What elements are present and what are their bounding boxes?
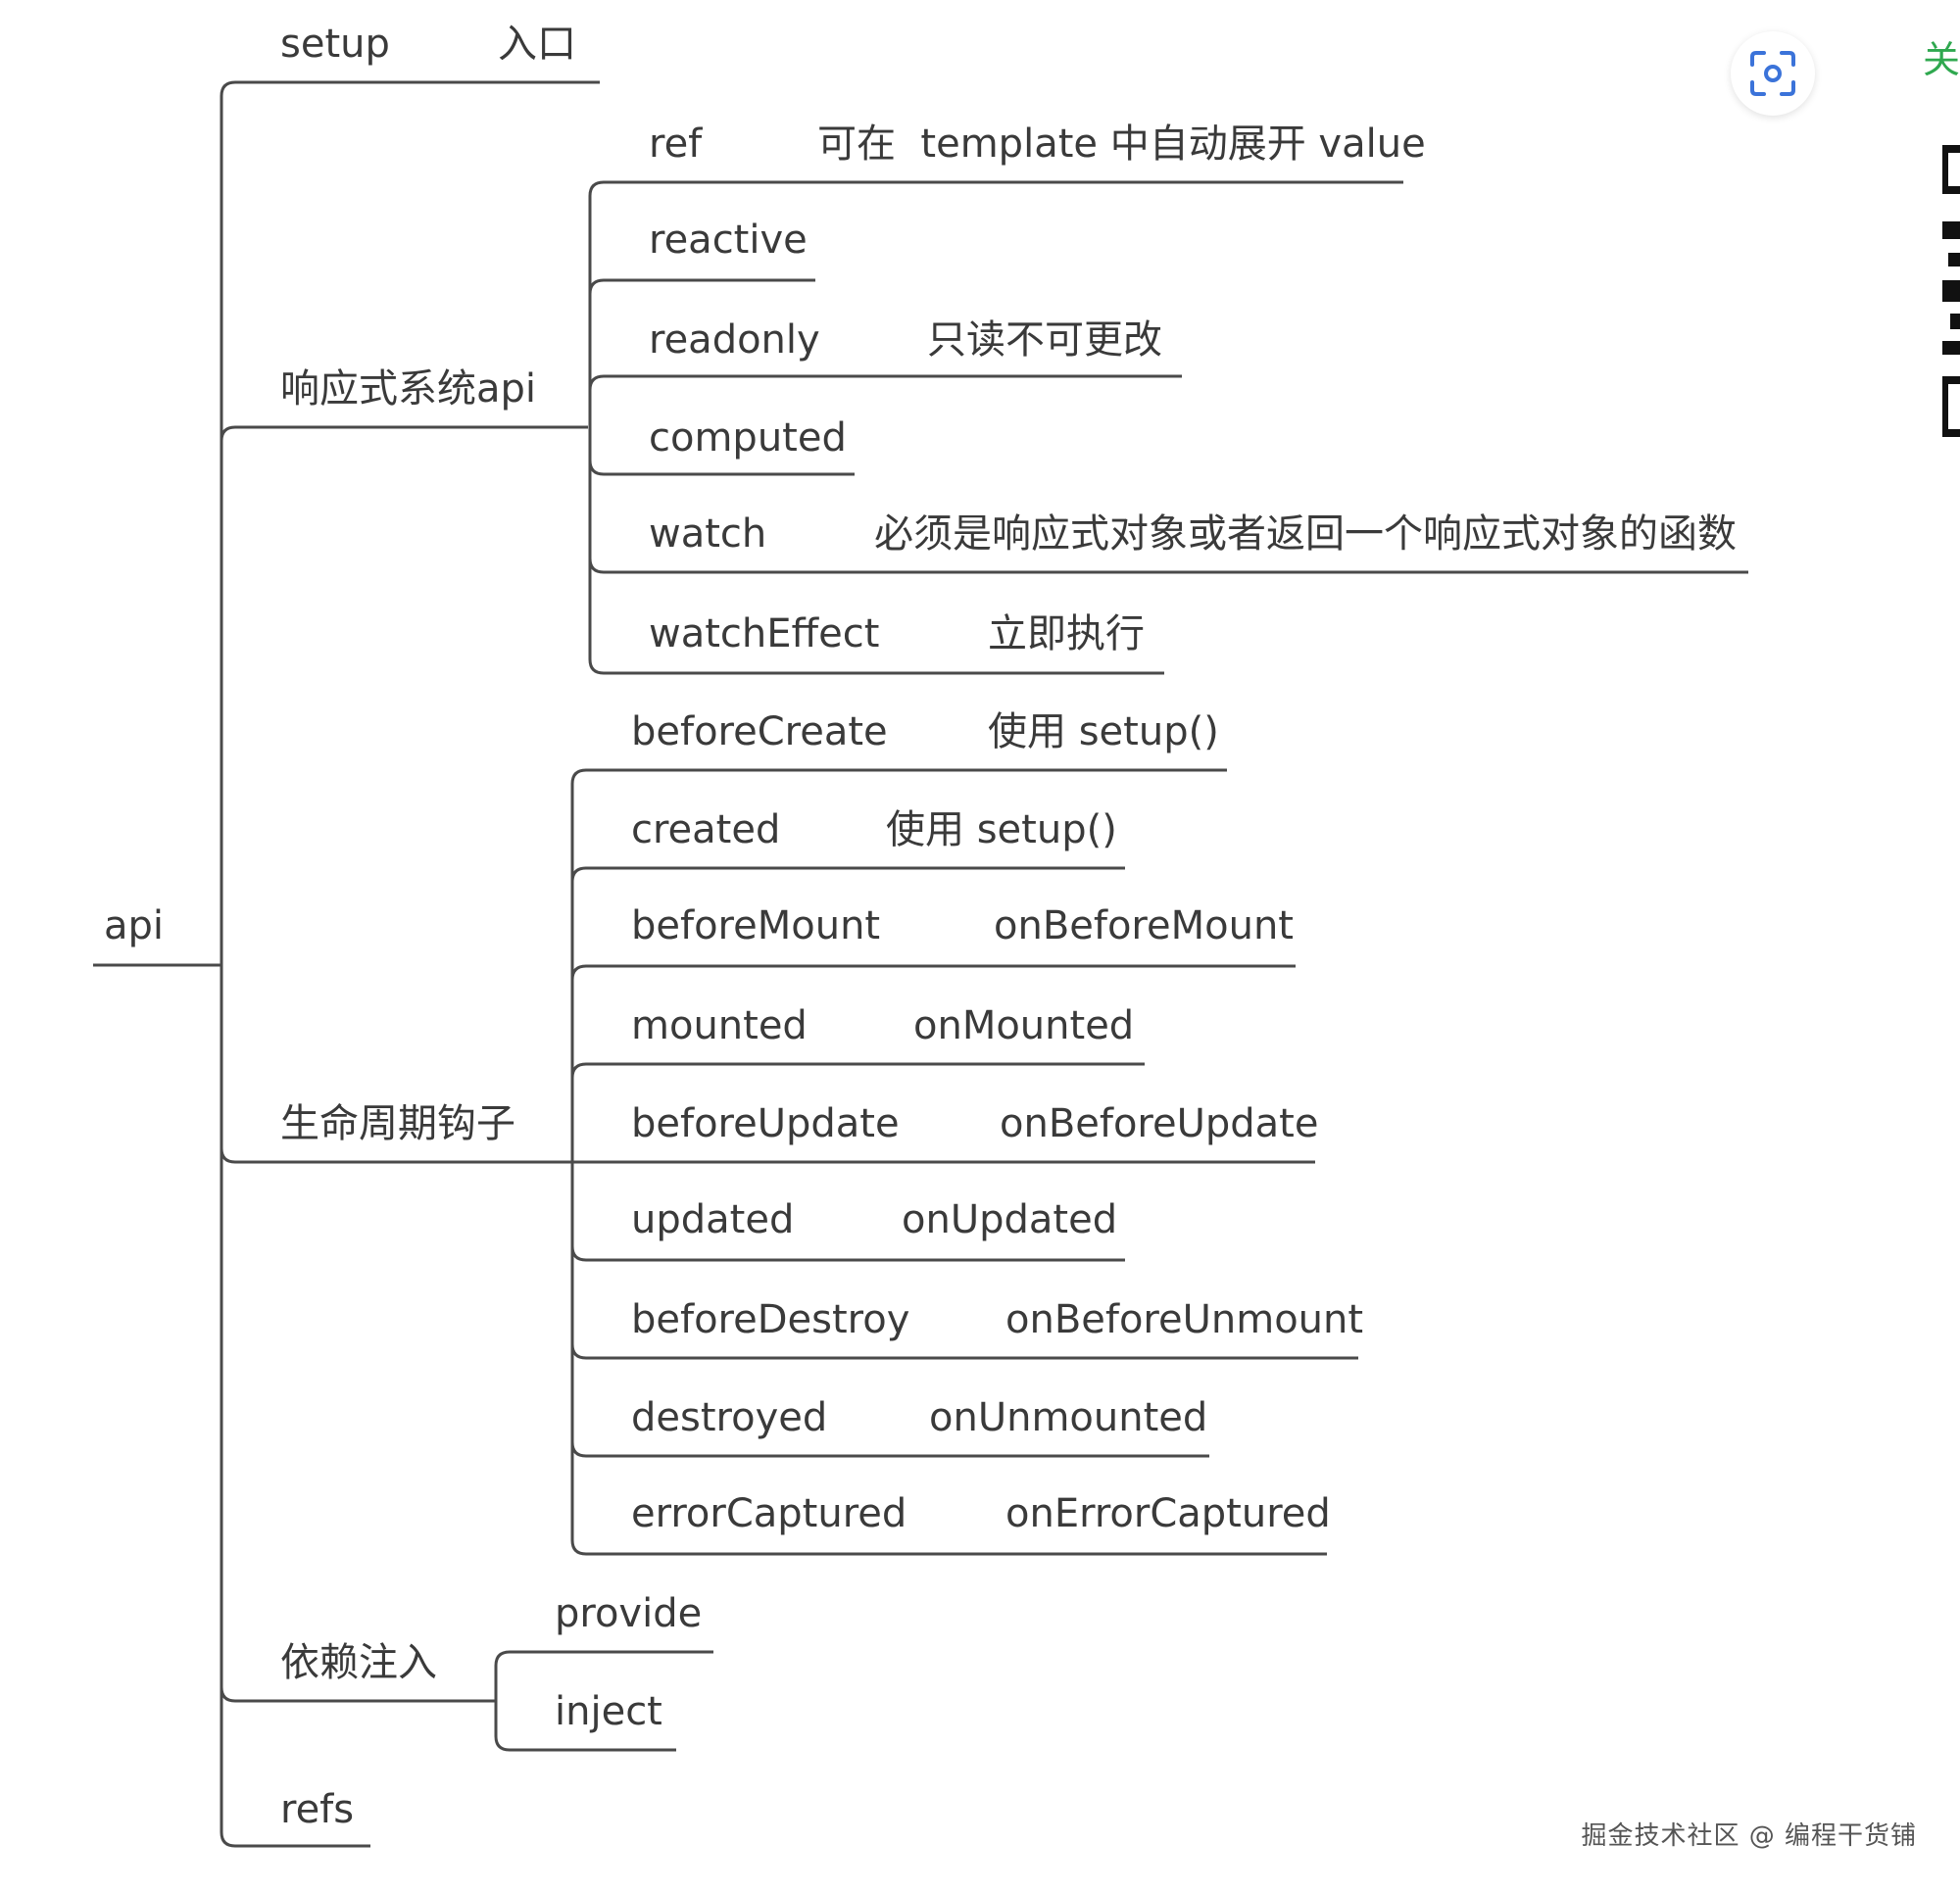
beforeUpdate-label: beforeUpdate — [631, 1101, 900, 1146]
readonly-note: 只读不可更改 — [927, 317, 1162, 363]
lifecycle-branch — [220, 1147, 572, 1164]
reactive-api-bracket — [588, 180, 1403, 675]
provide-label: provide — [555, 1591, 702, 1636]
updated-label: updated — [631, 1197, 794, 1242]
line-beforeDestroy — [570, 1343, 1358, 1360]
ref-label: ref — [649, 121, 703, 167]
di-branch — [220, 1686, 496, 1703]
readonly-label: readonly — [649, 317, 820, 363]
beforeUpdate-note: onBeforeUpdate — [1000, 1101, 1318, 1146]
line-readonly — [588, 374, 1182, 391]
errorCaptured-note: onErrorCaptured — [1005, 1491, 1331, 1536]
ref-note: 可在 template 中自动展开 value — [817, 121, 1426, 167]
reactive-api-label: 响应式系统api — [280, 366, 536, 412]
setup-label: setup — [280, 22, 390, 67]
inject-label: inject — [555, 1689, 662, 1734]
close-button[interactable]: 关 — [1923, 38, 1960, 81]
created-label: created — [631, 807, 780, 852]
line-beforeMount — [570, 964, 1296, 981]
di-label: 依赖注入 — [280, 1640, 437, 1685]
watchEffect-note: 立即执行 — [988, 611, 1145, 656]
mounted-label: mounted — [631, 1003, 808, 1048]
mounted-note: onMounted — [913, 1003, 1134, 1048]
updated-note: onUpdated — [902, 1197, 1117, 1242]
line-watch — [588, 558, 1748, 574]
line-destroyed — [570, 1441, 1209, 1458]
di-bracket — [494, 1650, 713, 1752]
line-created — [570, 866, 1125, 883]
root-trunk — [220, 80, 600, 1848]
watchEffect-label: watchEffect — [649, 611, 879, 656]
lifecycle-bracket — [570, 768, 1327, 1556]
line-updated — [570, 1245, 1125, 1262]
watermark: 掘金技术社区 @ 编程干货铺 — [1581, 1821, 1917, 1851]
watch-note: 必须是响应式对象或者返回一个响应式对象的函数 — [874, 511, 1737, 557]
errorCaptured-label: errorCaptured — [631, 1491, 906, 1536]
destroyed-note: onUnmounted — [929, 1395, 1207, 1440]
node-labels: api setup 入口 响应式系统api ref 可在 template 中自… — [104, 22, 1737, 1832]
watch-label: watch — [649, 511, 766, 557]
beforeCreate-label: beforeCreate — [631, 709, 888, 754]
root-label: api — [104, 903, 164, 948]
scan-button[interactable] — [1731, 31, 1815, 116]
line-mounted — [570, 1062, 1145, 1079]
beforeDestroy-label: beforeDestroy — [631, 1297, 909, 1342]
connector-lines — [93, 80, 1748, 1848]
created-note: 使用 setup() — [886, 807, 1117, 852]
line-reactive — [588, 278, 815, 295]
setup-note: 入口 — [498, 22, 576, 67]
qr-code-fragment — [1942, 145, 1960, 437]
scan-icon — [1750, 51, 1795, 96]
beforeMount-label: beforeMount — [631, 903, 880, 948]
computed-label: computed — [649, 415, 847, 461]
lifecycle-label: 生命周期钩子 — [280, 1101, 515, 1146]
destroyed-label: destroyed — [631, 1395, 827, 1440]
refs-label: refs — [280, 1787, 354, 1832]
line-computed — [588, 460, 855, 476]
beforeDestroy-note: onBeforeUnmount — [1005, 1297, 1363, 1342]
reactive-api-branch — [220, 425, 588, 442]
beforeCreate-note: 使用 setup() — [988, 709, 1219, 754]
reactive-label: reactive — [649, 218, 808, 263]
beforeMount-note: onBeforeMount — [994, 903, 1294, 948]
